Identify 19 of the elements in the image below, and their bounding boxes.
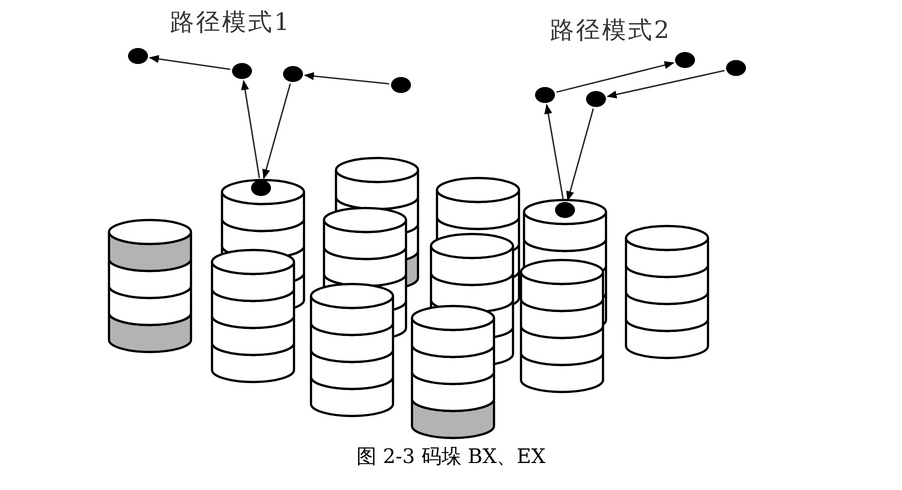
arrow xyxy=(148,55,230,70)
path-mode-title: 路径模式1 xyxy=(170,7,292,38)
figure-caption: 图 2-3 码垛 BX、EX xyxy=(355,443,547,470)
arrow xyxy=(241,80,260,178)
dot xyxy=(535,87,555,103)
arrow xyxy=(262,84,291,180)
dot xyxy=(283,66,303,82)
arrow xyxy=(304,72,390,84)
arrow xyxy=(544,104,564,200)
dot xyxy=(128,48,148,64)
path-mode-title: 路径模式2 xyxy=(550,15,672,46)
arrow xyxy=(556,61,674,93)
dot xyxy=(675,52,695,68)
dot xyxy=(726,60,746,76)
arrow xyxy=(566,108,594,202)
dot xyxy=(391,77,411,93)
arrow xyxy=(606,70,725,98)
dot xyxy=(586,91,606,107)
dot xyxy=(232,63,252,79)
